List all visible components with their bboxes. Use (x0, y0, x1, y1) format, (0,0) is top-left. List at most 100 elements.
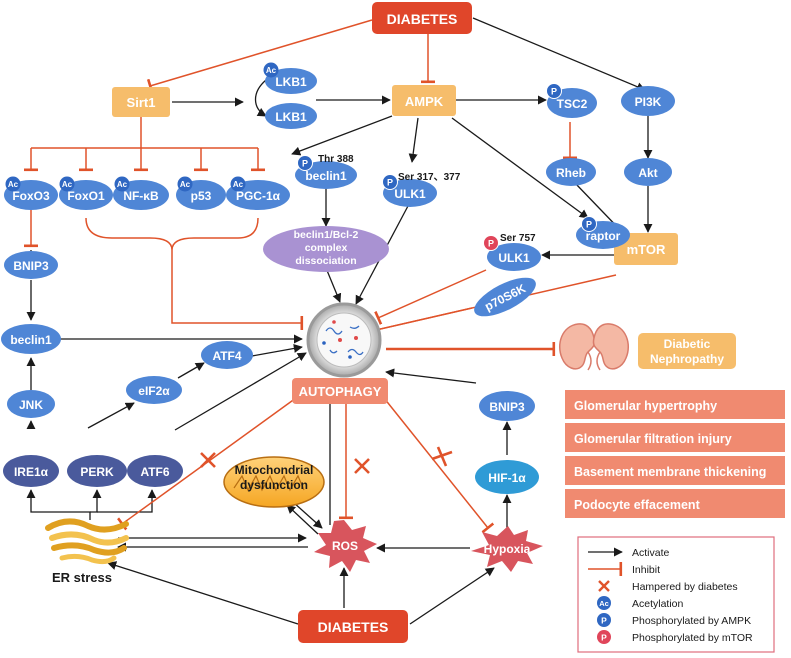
lkb1-node: LKB1 (265, 103, 317, 129)
edge-brace (85, 217, 259, 251)
edge-diabetes-pi3k (472, 17, 646, 92)
svg-text:beclin1/Bcl-2: beclin1/Bcl-2 (294, 229, 359, 241)
nfkb-label: NF-κB (123, 189, 159, 203)
svg-text:P: P (387, 178, 393, 188)
edge-autophagy-hypoxia (383, 397, 495, 534)
bnip3-left-node: BNIP3 (4, 251, 58, 279)
hampered-cross-ros (354, 458, 370, 474)
edge-mito-ros (292, 501, 323, 529)
beclin-bcl2-node: beclin1/Bcl-2 complex dissociation (263, 226, 389, 272)
svg-text:Acetylation: Acetylation (632, 598, 684, 610)
legend-acetylation: Ac Acetylation (597, 596, 684, 610)
edge-bnip3r-autophagy (385, 368, 477, 384)
edge-eif2a-atf4 (177, 362, 205, 379)
svg-text:IRE1α: IRE1α (14, 465, 49, 479)
svg-text:ROS: ROS (332, 539, 358, 553)
ulk1-mtor-node: ULK1 (487, 243, 541, 271)
edge-ulk1mtor-autophagy (374, 269, 487, 325)
svg-text:Hypoxia: Hypoxia (484, 542, 531, 556)
ac-badge: Ac (177, 176, 193, 192)
edge-atf6-autophagy (174, 352, 307, 431)
lkb1-label: LKB1 (275, 110, 307, 124)
diabetic-nephropathy-node: Diabetic Nephropathy (638, 333, 736, 369)
hampered-cross-er (200, 452, 216, 468)
ac-badge: Ac (5, 176, 21, 192)
svg-text:Ac: Ac (62, 180, 73, 189)
edge-atf4-autophagy (251, 343, 303, 357)
kidney-icon (558, 323, 630, 371)
legend-hampered: Hampered by diabetes (598, 580, 738, 593)
tsc2-label: TSC2 (557, 97, 588, 111)
er-stress-icon (45, 518, 129, 565)
edge-er-ire1a (26, 489, 91, 520)
hampered-marks (200, 446, 453, 474)
svg-text:Glomerular filtration injury: Glomerular filtration injury (574, 432, 732, 446)
p53-label: p53 (191, 189, 212, 203)
autophagosome-icon (306, 302, 382, 378)
svg-text:beclin1: beclin1 (10, 333, 52, 347)
edge-complex-autophagy (325, 267, 342, 303)
svg-text:JNK: JNK (19, 398, 43, 412)
legend-activate: Activate (588, 547, 670, 559)
p-badge: P (581, 216, 597, 232)
svg-text:eIF2α: eIF2α (138, 384, 170, 398)
hypoxia-node: Hypoxia (471, 526, 543, 572)
p-badge: P (297, 155, 313, 171)
foxo3-label: FoxO3 (12, 189, 50, 203)
rheb-label: Rheb (556, 166, 586, 180)
svg-text:Mitochondrial: Mitochondrial (235, 463, 314, 477)
svg-text:HIF-1α: HIF-1α (488, 471, 526, 485)
pi3k-label: PI3K (635, 95, 662, 109)
legend-phos-ampk: P Phosphorylated by AMPK (597, 613, 751, 627)
eif2a-node: eIF2α (126, 376, 182, 404)
edge-ampk-raptor (451, 117, 589, 219)
edge-ampk-beclin1 (291, 115, 393, 156)
edge-diabetes-hypoxia (409, 567, 495, 625)
ac-badge: Ac (114, 176, 130, 192)
ac-badge: Ac (59, 176, 75, 192)
svg-text:complex: complex (305, 242, 348, 254)
feature-box: Glomerular filtration injury (565, 423, 785, 452)
nephropathy-feature-list: Glomerular hypertrophy Glomerular filtra… (565, 390, 785, 518)
svg-text:ATF6: ATF6 (140, 465, 169, 479)
beclin1-p-label: beclin1 (305, 169, 347, 183)
svg-text:Ac: Ac (180, 180, 191, 189)
p70s6k-node: p70S6K (474, 277, 536, 317)
autophagy-node: AUTOPHAGY (292, 378, 388, 404)
svg-text:Hampered by diabetes: Hampered by diabetes (632, 581, 738, 593)
svg-text:Activate: Activate (632, 547, 670, 559)
edge-ros-mito (286, 504, 319, 535)
lkb1-ac-node: LKB1 (265, 68, 317, 94)
akt-label: Akt (638, 166, 657, 180)
svg-text:P: P (551, 87, 557, 97)
edge-lkb1ac-lkb1 (254, 79, 267, 117)
ac-badge: Ac (263, 62, 279, 78)
diabetes-top-node: DIABETES (372, 2, 472, 34)
feature-box: Basement membrane thickening (565, 456, 785, 485)
mtor-label: mTOR (627, 242, 666, 257)
svg-text:PERK: PERK (80, 465, 114, 479)
svg-text:P: P (601, 633, 607, 643)
svg-text:BNIP3: BNIP3 (13, 259, 49, 273)
ac-badge: Ac (230, 176, 246, 192)
svg-text:P: P (586, 220, 592, 230)
p-badge: P (382, 174, 398, 190)
hampered-cross-hypoxia (431, 446, 453, 467)
foxo1-label: FoxO1 (67, 189, 105, 203)
sirt1-label: Sirt1 (127, 95, 156, 110)
feature-box: Glomerular hypertrophy (565, 390, 785, 419)
svg-text:P: P (302, 159, 308, 169)
edge-ampk-ulk1 (408, 117, 419, 163)
svg-text:dissociation: dissociation (295, 255, 356, 267)
svg-text:Diabetic: Diabetic (664, 337, 711, 351)
atf6-node: ATF6 (127, 455, 183, 487)
beclin1-left-node: beclin1 (1, 324, 61, 354)
site-label-ser317: Ser 317、377 (398, 172, 461, 183)
ulk1-p-label: ULK1 (394, 187, 426, 201)
ros-node: ROS (314, 520, 377, 572)
svg-text:Ac: Ac (8, 180, 19, 189)
edge-perk-eif2a (87, 402, 135, 429)
edge-brace-autophagy (171, 250, 304, 330)
